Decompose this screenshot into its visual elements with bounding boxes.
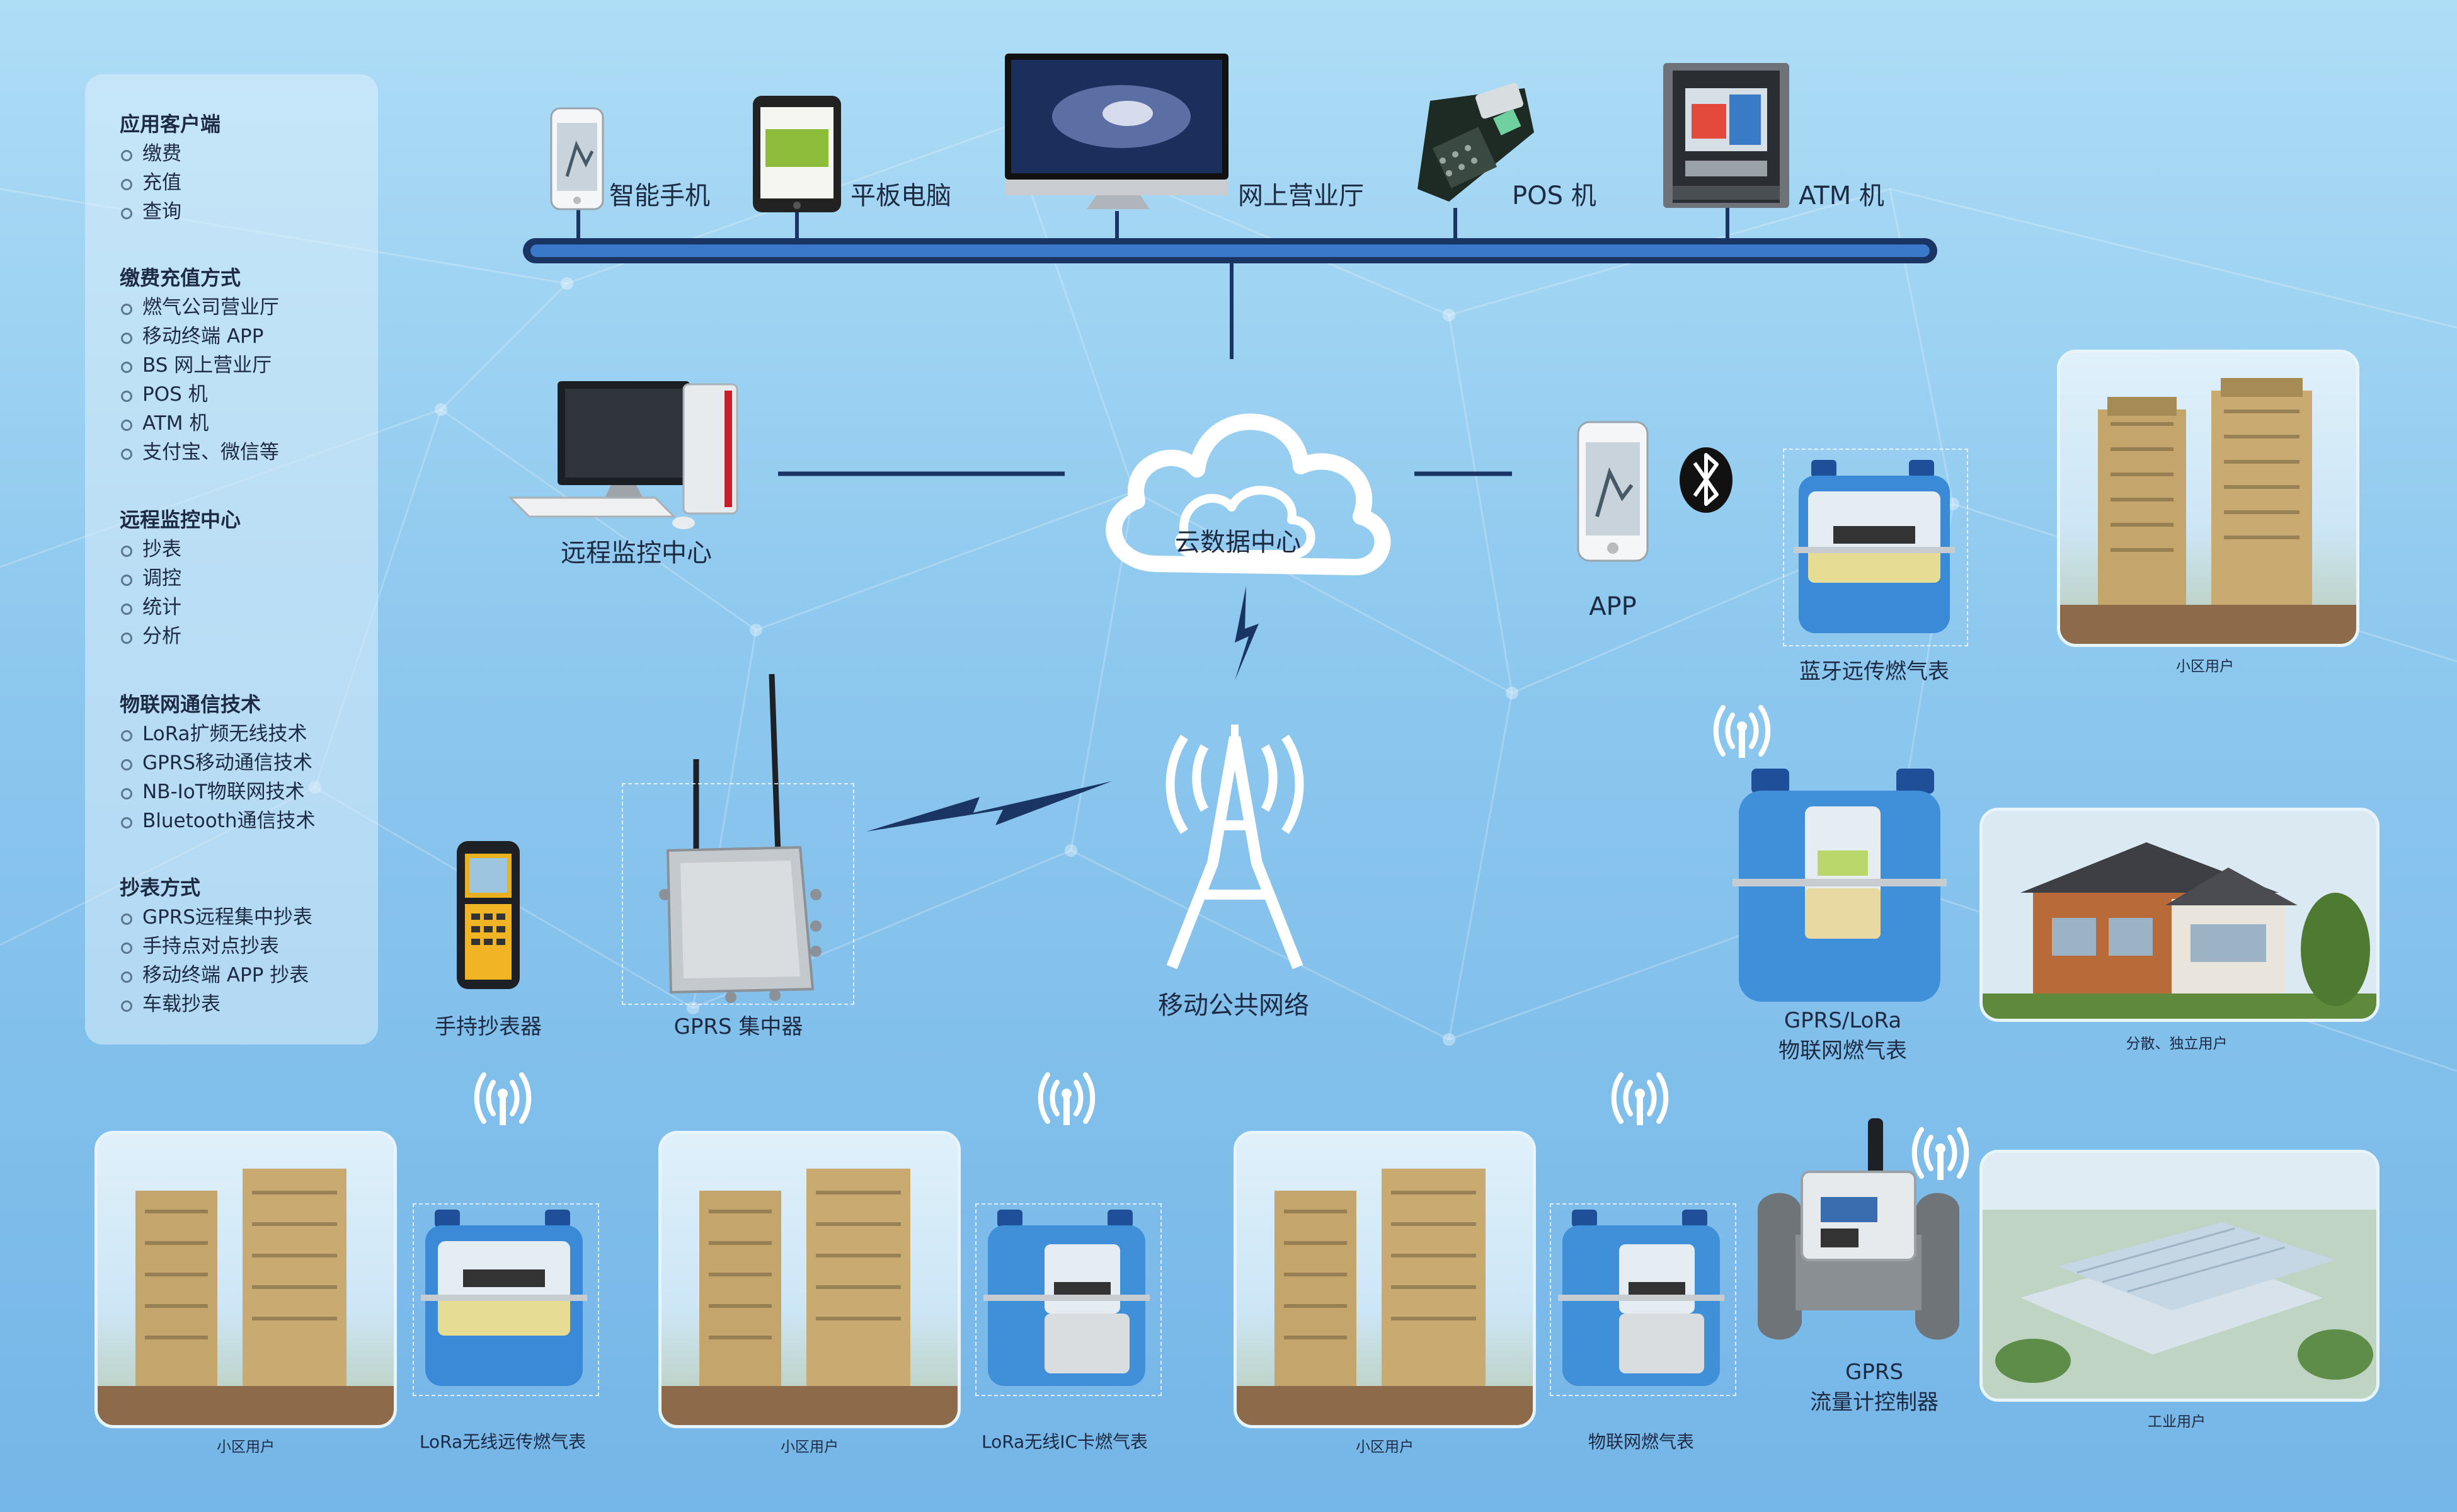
panel-item: POS 机 [121,378,208,406]
panel-item: NB-IoT物联网技术 [121,776,305,804]
device-bus [523,208,1937,359]
atm-icon [1663,63,1789,208]
panel-item: 抄表 [121,533,181,561]
panel-item: GPRS移动通信技术 [121,747,312,775]
panel-item: Bluetooth通信技术 [121,805,316,833]
section-title-iot-tech: 物联网通信技术 [120,692,261,716]
villa-photo [1979,808,2380,1022]
section-title-remote-monitoring: 远程监控中心 [120,508,241,532]
label-bt-meter: 蓝牙远传燃气表 [1799,659,1949,684]
label-flow-line2: 流量计控制器 [1810,1390,1939,1415]
panel-item: 燃气公司营业厅 [121,291,279,319]
lora-ic-card-gas-meter-icon [983,1210,1150,1386]
section-title-payment-methods: 缴费充值方式 [120,266,241,290]
label-concentrator: GPRS 集中器 [673,1014,803,1040]
label-cloud: 云数据中心 [1175,528,1301,557]
label-community-user: 小区用户 [1356,1439,1414,1455]
panel-item: 车载抄表 [121,988,220,1016]
app-phone-icon [1577,421,1649,562]
label-tablet: 平板电脑 [850,181,951,210]
panel-item: 手持点对点抄表 [121,930,279,958]
label-villa-user: 分散、独立用户 [2126,1036,2228,1052]
tablet-icon [753,96,841,212]
label-flow-line1: GPRS [1845,1360,1904,1385]
label-iot-meter-line2: 物联网燃气表 [1778,1038,1907,1063]
label-monitor-center: 远程监控中心 [561,539,712,568]
wifi-signal-icon [1911,1127,1969,1180]
panel-item: LoRa扩频无线技术 [121,718,307,746]
lora-gas-meter-icon [421,1210,587,1386]
label-mobile-network: 移动公共网络 [1158,991,1309,1020]
label-community-user: 小区用户 [217,1439,275,1455]
community-photo [94,1131,397,1428]
label-iot-meter-line1: GPRS/LoRa [1784,1008,1902,1033]
iot-gas-meter-icon [1558,1210,1724,1386]
wifi-signal-icon [1611,1072,1669,1125]
label-pos: POS 机 [1512,181,1596,210]
panel-item: BS 网上营业厅 [121,349,272,377]
community-photo [658,1131,961,1428]
pos-terminal-icon [1418,83,1534,202]
iot-gas-meter-icon [1732,769,1947,1002]
label-industrial-user: 工业用户 [2148,1414,2206,1430]
wireless-link-icon [866,781,1112,832]
panel-item: ATM 机 [121,407,209,435]
label-lora-ic-meter: LoRa无线IC卡燃气表 [981,1431,1148,1452]
wireless-link-icon [1235,586,1259,680]
panel-item: 支付宝、微信等 [121,436,279,464]
concentrator-frame [622,783,854,1005]
bluetooth-icon [1680,447,1732,513]
panel-item: 缴费 [121,137,181,166]
label-online-hall: 网上营业厅 [1238,181,1364,210]
cloud-icon [1106,413,1391,576]
panel-item: 查询 [121,195,181,224]
panel-item: 充值 [121,166,181,195]
section-title-meter-reading: 抄表方式 [120,876,201,900]
label-lora-meter: LoRa无线远传燃气表 [419,1431,587,1452]
community-photo [2057,350,2359,647]
industrial-photo [1979,1150,2380,1402]
panel-item: 调控 [121,562,181,590]
gprs-concentrator-icon [659,673,822,1003]
label-iot-meter: 物联网燃气表 [1588,1431,1695,1452]
panel-item: GPRS远程集中抄表 [121,901,312,929]
panel-item: 移动终端 APP [121,320,263,348]
label-handheld: 手持抄表器 [435,1014,542,1040]
label-community-user: 小区用户 [781,1439,839,1455]
smartphone-icon [550,107,604,210]
monitor-icon [1005,54,1228,209]
label-community-user: 小区用户 [2176,658,2234,675]
label-app: APP [1589,592,1637,621]
bluetooth-gas-meter-icon [1794,460,1955,633]
label-smartphone: 智能手机 [609,181,710,210]
meter-frame [413,1203,599,1396]
meter-frame [1550,1203,1736,1396]
monitoring-pc-icon [508,381,738,529]
handheld-reader-icon [457,841,520,989]
wifi-signal-icon [1713,705,1771,758]
bt-meter-frame [1783,449,1968,646]
label-atm: ATM 机 [1799,181,1884,210]
panel-item: 移动终端 APP 抄表 [121,959,309,987]
community-photo [1234,1131,1536,1428]
meter-frame [975,1203,1162,1396]
panel-item: 统计 [121,591,181,619]
section-title-app-clients: 应用客户端 [120,112,221,136]
panel-item: 分析 [121,620,181,648]
wifi-signal-icon [474,1072,532,1125]
wifi-signal-icon [1038,1072,1096,1125]
flow-controller-icon [1758,1118,1959,1340]
cell-tower-icon [1166,724,1304,970]
